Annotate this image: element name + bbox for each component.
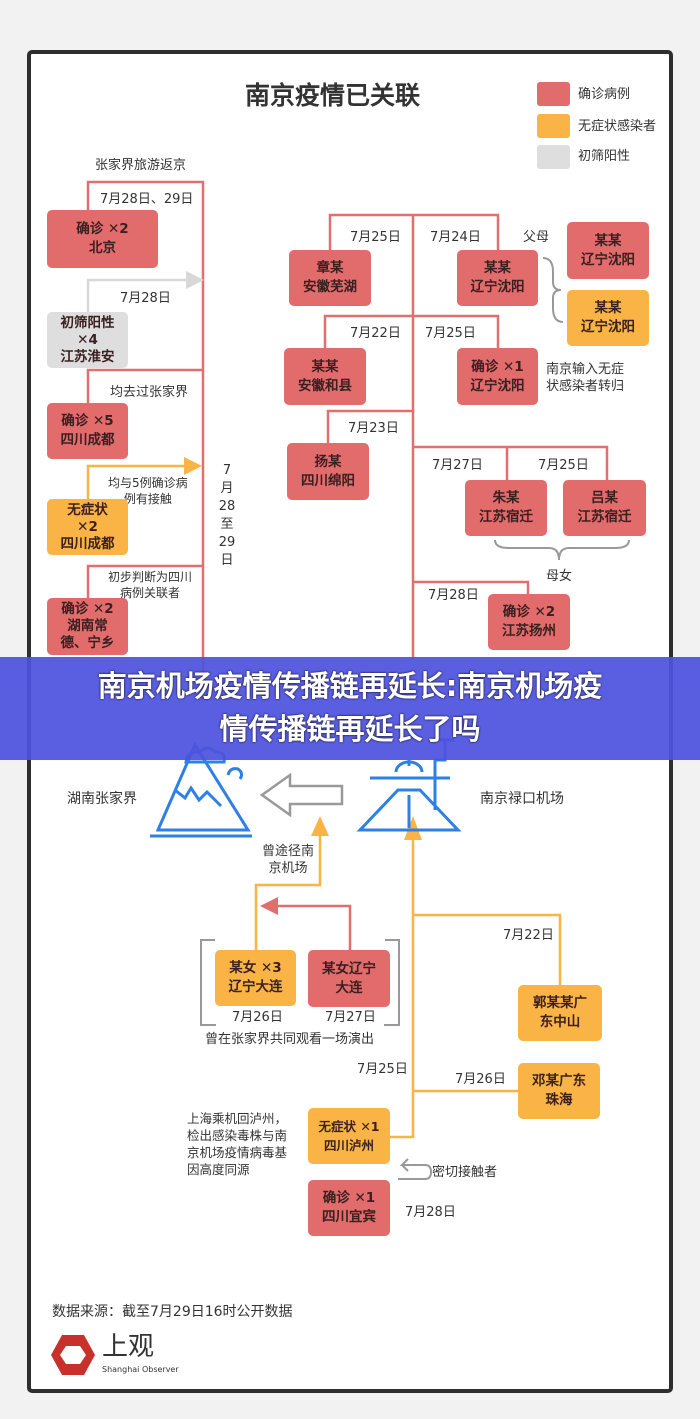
- legend-swatch-asymptomatic: [537, 114, 570, 138]
- date-label: 7月28日: [428, 588, 479, 603]
- date-label: 7月22日: [350, 326, 401, 341]
- date-label: 7月23日: [348, 421, 399, 436]
- case-box: 初筛阳性 ✕4 江苏淮安: [47, 312, 128, 368]
- date-label: 7月28日: [405, 1205, 456, 1220]
- label: 均去过张家界: [110, 385, 189, 400]
- label: 密切接触者: [432, 1165, 498, 1180]
- label: 父母: [523, 230, 550, 245]
- vertical-date: 7 月 28 至 29 日: [218, 463, 236, 568]
- label: 均与5例确诊病 例有接触: [108, 476, 188, 506]
- date-label: 7月22日: [503, 928, 554, 943]
- logo-subtitle: Shanghai Observer: [102, 1365, 179, 1374]
- case-box: 章某 安徽芜湖: [289, 250, 371, 306]
- case-box: 无症状 ✕1 四川泸州: [308, 1108, 390, 1164]
- label: 曾途径南 京机场: [262, 844, 315, 876]
- note: 上海乘机回泸州， 检出感染毒株与南 京机场疫情病毒基 因高度同源: [187, 1111, 288, 1177]
- label: 母女: [546, 569, 573, 584]
- shanghai-observer-logo-icon: [51, 1335, 95, 1375]
- headline-banner: 南京机场疫情传播链再延长:南京机场疫 情传播链再延长了吗: [0, 657, 700, 760]
- case-box: 某某 辽宁沈阳: [567, 222, 649, 279]
- legend-label-asymptomatic: 无症状感染者: [578, 119, 657, 134]
- case-box: 邓某广东 珠海: [518, 1063, 600, 1119]
- date-label: 7月27日: [325, 1010, 376, 1025]
- label: 初步判断为四川 病例关联者: [108, 570, 193, 600]
- legend-label-initial-positive: 初筛阳性: [578, 149, 631, 164]
- case-box: 无症状 ✕2 四川成都: [47, 499, 128, 555]
- case-box: 某某 辽宁沈阳: [567, 290, 649, 346]
- date-label: 7月28日: [120, 291, 171, 306]
- date-label: 7月25日: [357, 1062, 408, 1077]
- diagram-title: 南京疫情已关联: [245, 81, 421, 110]
- case-box: 某女辽宁 大连: [308, 950, 390, 1007]
- logo-text: 上观: [102, 1332, 155, 1362]
- label: 张家界旅游返京: [95, 158, 187, 173]
- case-box: 某某 安徽和县: [284, 348, 366, 405]
- date-label: 7月24日: [430, 230, 481, 245]
- case-box: 确诊 ✕1 四川宜宾: [308, 1180, 390, 1236]
- case-box: 确诊 ✕2 北京: [47, 210, 158, 268]
- case-box: 确诊 ✕2 湖南常 德、宁乡: [47, 598, 128, 655]
- legend-swatch-initial-positive: [537, 145, 570, 169]
- date-label: 7月26日: [232, 1010, 283, 1025]
- case-box: 某某 辽宁沈阳: [457, 250, 538, 306]
- data-source: 数据来源：截至7月29日16时公开数据: [52, 1304, 293, 1320]
- case-box: 郭某某广 东中山: [518, 985, 602, 1041]
- place-label: 湖南张家界: [67, 791, 137, 807]
- case-box: 扬某 四川绵阳: [287, 443, 369, 500]
- date-label: 7月25日: [425, 326, 476, 341]
- date-label: 7月27日: [432, 458, 483, 473]
- note: 南京输入无症 状感染者转归: [546, 362, 625, 394]
- date-label: 7月25日: [538, 458, 589, 473]
- case-box: 确诊 ✕5 四川成都: [47, 403, 128, 459]
- case-box: 吕某 江苏宿迁: [563, 480, 646, 536]
- date-label: 7月26日: [455, 1072, 506, 1087]
- label: 曾在张家界共同观看一场演出: [205, 1032, 375, 1047]
- case-box: 确诊 ✕2 江苏扬州: [488, 594, 570, 650]
- case-box: 朱某 江苏宿迁: [465, 480, 547, 536]
- case-box: 某女 ✕3 辽宁大连: [215, 950, 296, 1006]
- legend-label-confirmed: 确诊病例: [578, 87, 631, 102]
- legend-swatch-confirmed: [537, 82, 570, 106]
- date-label: 7月28日、29日: [100, 192, 194, 207]
- case-box: 确诊 ✕1 辽宁沈阳: [457, 348, 538, 405]
- place-label: 南京禄口机场: [480, 791, 564, 807]
- date-label: 7月25日: [350, 230, 401, 245]
